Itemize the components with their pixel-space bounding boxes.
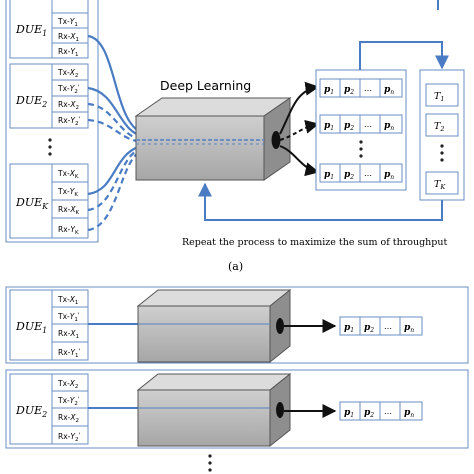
part-b: DUE1 Tx-X1 Tx-Y1' Rx-X1 Rx-Y1' p1 p2 … p… [5,286,469,472]
svg-text:p1: p1 [324,85,334,96]
due-k-row: Rx-YK [58,225,79,236]
feedback-links [198,0,449,221]
due-column-frame [5,0,99,243]
svg-text:p2: p2 [344,121,354,132]
due-1-row: Rx-X1 [58,32,79,43]
throughput-label: T2 [434,121,444,133]
caption-a: (a) [228,260,243,273]
due-2-row: Tx-Y2' [57,84,80,95]
due-k-label: DUEK [15,196,49,211]
throughput-panel: T1 T2 TK [419,69,465,201]
output-row: p1 p2 … pn [319,163,403,183]
part-b-ellipsis [208,454,212,472]
due-1-label: DUE1 [15,23,47,38]
svg-text:p1: p1 [344,323,354,334]
svg-text:…: … [384,407,392,416]
svg-text:pn: pn [384,121,394,132]
svg-text:Tx-Y1': Tx-Y1' [57,312,80,323]
part-b-row-2: DUE2 Tx-X2 Tx-Y2' Rx-X2 Rx-Y2' p1 p2 … p… [5,369,469,449]
svg-text:Rx-Y1': Rx-Y1' [58,348,80,359]
model-label: Deep Learning [160,78,251,93]
svg-text:p2: p2 [344,170,354,181]
due-1-row: Tx-Y1 [57,17,78,28]
svg-text:pn: pn [384,85,394,96]
due-2-row: Rx-X2 [58,100,79,111]
due-1-row: Rx-Y1 [58,47,78,58]
svg-text:Tx-Y2': Tx-Y2' [57,396,80,407]
svg-text:p2: p2 [364,408,374,419]
svg-text:…: … [364,84,372,93]
svg-text:p1: p1 [324,121,334,132]
svg-text:pn: pn [404,323,414,334]
deep-learning-model: Deep Learning [134,78,292,181]
output-row: p1 p2 … pn [319,114,403,134]
svg-text:…: … [384,322,392,331]
svg-text:p1: p1 [344,408,354,419]
svg-text:p2: p2 [344,85,354,96]
svg-text:Tx-X1: Tx-X1 [57,295,78,306]
due-k-row: Tx-XK [57,169,79,180]
svg-text:Rx-X1: Rx-X1 [58,329,79,340]
svg-text:…: … [364,169,372,178]
svg-text:DUE1: DUE1 [15,320,47,335]
svg-text:DUE2: DUE2 [15,404,47,419]
feedback-text: Repeat the process to maximize the sum o… [182,237,448,248]
output-row: p1 p2 … pn [319,78,403,98]
output-arrows [279,81,320,177]
svg-text:Rx-Y2': Rx-Y2' [58,432,80,443]
due-k-row: Rx-XK [58,205,80,216]
part-a: DUE1 Tx-Y1 Rx-X1 Rx-Y1 DUE2 Tx-X2 Tx-Y2'… [5,0,465,273]
due-group-k: DUEK Tx-XK Tx-YK Rx-XK Rx-YK [9,163,89,239]
svg-text:p2: p2 [364,323,374,334]
svg-text:Rx-X2: Rx-X2 [58,413,79,424]
svg-text:Tx-X2: Tx-X2 [57,379,78,390]
output-panel: p1 p2 … pn p1 p2 … pn [315,69,407,191]
svg-text:pn: pn [404,408,414,419]
due-k-row: Tx-YK [57,187,78,198]
due-ellipsis [48,138,52,156]
svg-text:p1: p1 [324,170,334,181]
output-ellipsis [359,140,363,158]
due-group-1: DUE1 Tx-Y1 Rx-X1 Rx-Y1 [9,0,89,59]
due-group-2: DUE2 Tx-X2 Tx-Y2' Rx-X2 Rx-Y2' [9,63,89,129]
throughput-ellipsis [440,144,444,162]
part-b-row-1: DUE1 Tx-X1 Tx-Y1' Rx-X1 Rx-Y1' p1 p2 … p… [5,286,469,364]
due-2-label: DUE2 [15,94,47,109]
svg-text:…: … [364,120,372,129]
due-2-row: Tx-X2 [57,68,78,79]
throughput-label: T1 [434,91,444,103]
due-2-row: Rx-Y2' [58,116,80,127]
svg-text:pn: pn [384,170,394,181]
